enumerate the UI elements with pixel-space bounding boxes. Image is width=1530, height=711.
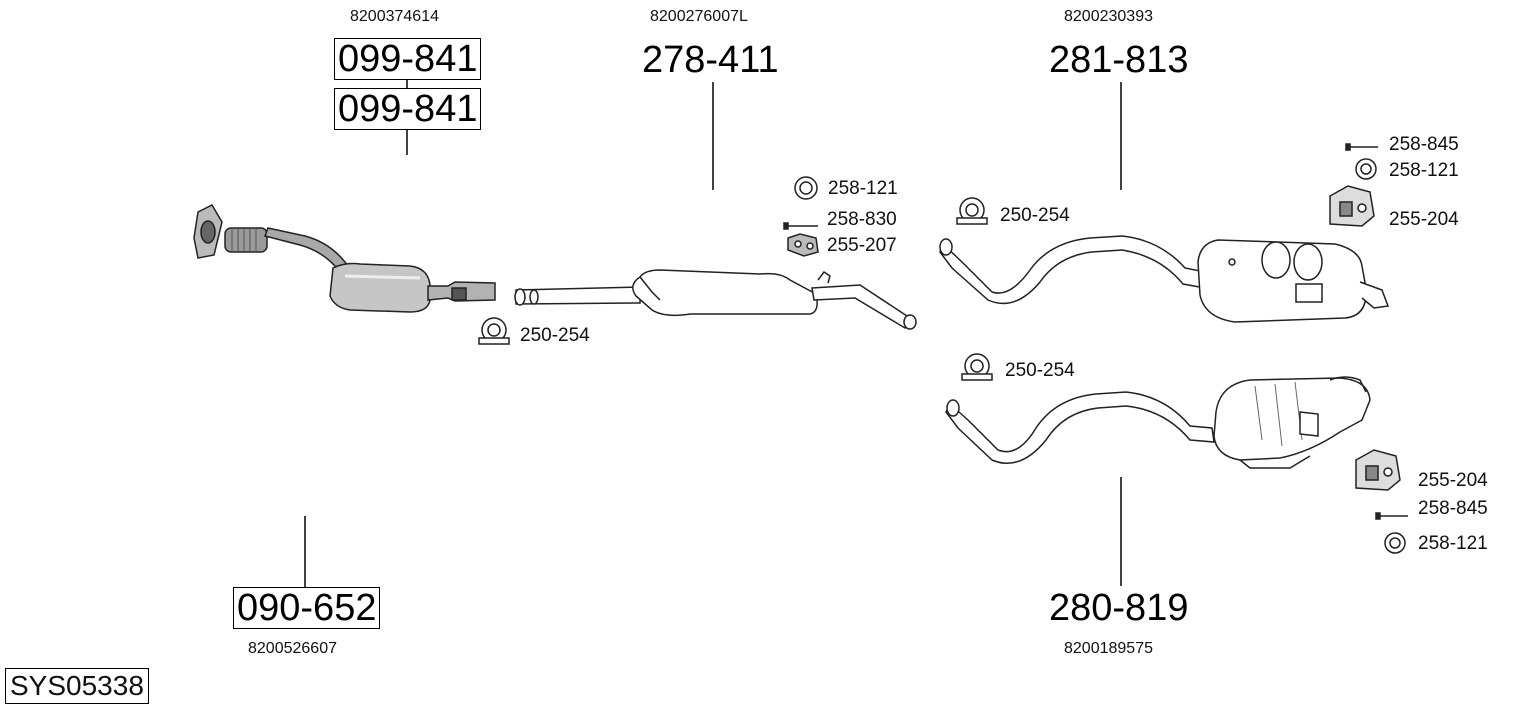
part-code-rear-muffler-b[interactable]: 280-819 bbox=[1049, 587, 1189, 629]
fitting-code-bolt-rear-a[interactable]: 258-845 bbox=[1389, 134, 1459, 155]
fitting-code-bolt-rear-b[interactable]: 258-845 bbox=[1418, 498, 1488, 519]
oem-number-rear-muffler-a: 8200230393 bbox=[1064, 8, 1153, 25]
bolt-icon bbox=[1375, 512, 1408, 520]
fitting-code-bolt-middle[interactable]: 258-830 bbox=[827, 209, 897, 230]
fitting-code-clamp-rear-a[interactable]: 250-254 bbox=[1000, 205, 1070, 226]
bracket-hanger-icon bbox=[1329, 185, 1375, 227]
fitting-code-clamp-rear-b[interactable]: 250-254 bbox=[1005, 360, 1075, 381]
fitting-code-clamp-catalyst[interactable]: 250-254 bbox=[520, 325, 590, 346]
part-code-catalyst[interactable]: 090-652 bbox=[233, 587, 381, 629]
part-code-middle-muffler[interactable]: 278-411 bbox=[642, 39, 779, 81]
oem-number-middle-muffler: 8200276007L bbox=[650, 8, 748, 25]
fitting-code-ring-middle[interactable]: 258-121 bbox=[828, 178, 898, 199]
bolt-icon bbox=[783, 222, 818, 230]
bolt-icon bbox=[1345, 143, 1378, 151]
oem-number-front-pipe: 8200374614 bbox=[350, 8, 439, 25]
part-code-front-pipe-upper[interactable]: 099-841 bbox=[334, 38, 482, 80]
rubber-hanger-icon bbox=[787, 233, 819, 257]
ring-icon bbox=[794, 176, 818, 200]
clamp-icon bbox=[956, 197, 988, 225]
fitting-code-ring-rear-b[interactable]: 258-121 bbox=[1418, 533, 1488, 554]
fitting-code-hanger-rear-a[interactable]: 255-204 bbox=[1389, 209, 1459, 230]
middle-muffler-drawing bbox=[514, 269, 917, 330]
clamp-icon bbox=[961, 353, 993, 381]
bracket-hanger-icon bbox=[1355, 449, 1401, 491]
oem-number-catalyst: 8200526607 bbox=[248, 640, 337, 657]
rear-muffler-b-drawing bbox=[945, 376, 1371, 469]
part-code-front-pipe-lower[interactable]: 099-841 bbox=[334, 88, 482, 130]
fitting-code-ring-rear-a[interactable]: 258-121 bbox=[1389, 160, 1459, 181]
fitting-code-hanger-rear-b[interactable]: 255-204 bbox=[1418, 470, 1488, 491]
oem-number-rear-muffler-b: 8200189575 bbox=[1064, 640, 1153, 657]
clamp-icon bbox=[478, 317, 510, 345]
ring-icon bbox=[1355, 158, 1377, 180]
catalyst-drawing bbox=[193, 204, 496, 313]
rear-muffler-a-drawing bbox=[939, 235, 1390, 323]
system-code: SYS05338 bbox=[5, 668, 149, 704]
fitting-code-hanger-middle[interactable]: 255-207 bbox=[827, 235, 897, 256]
ring-icon bbox=[1384, 532, 1406, 554]
part-code-rear-muffler-a[interactable]: 281-813 bbox=[1049, 39, 1189, 81]
